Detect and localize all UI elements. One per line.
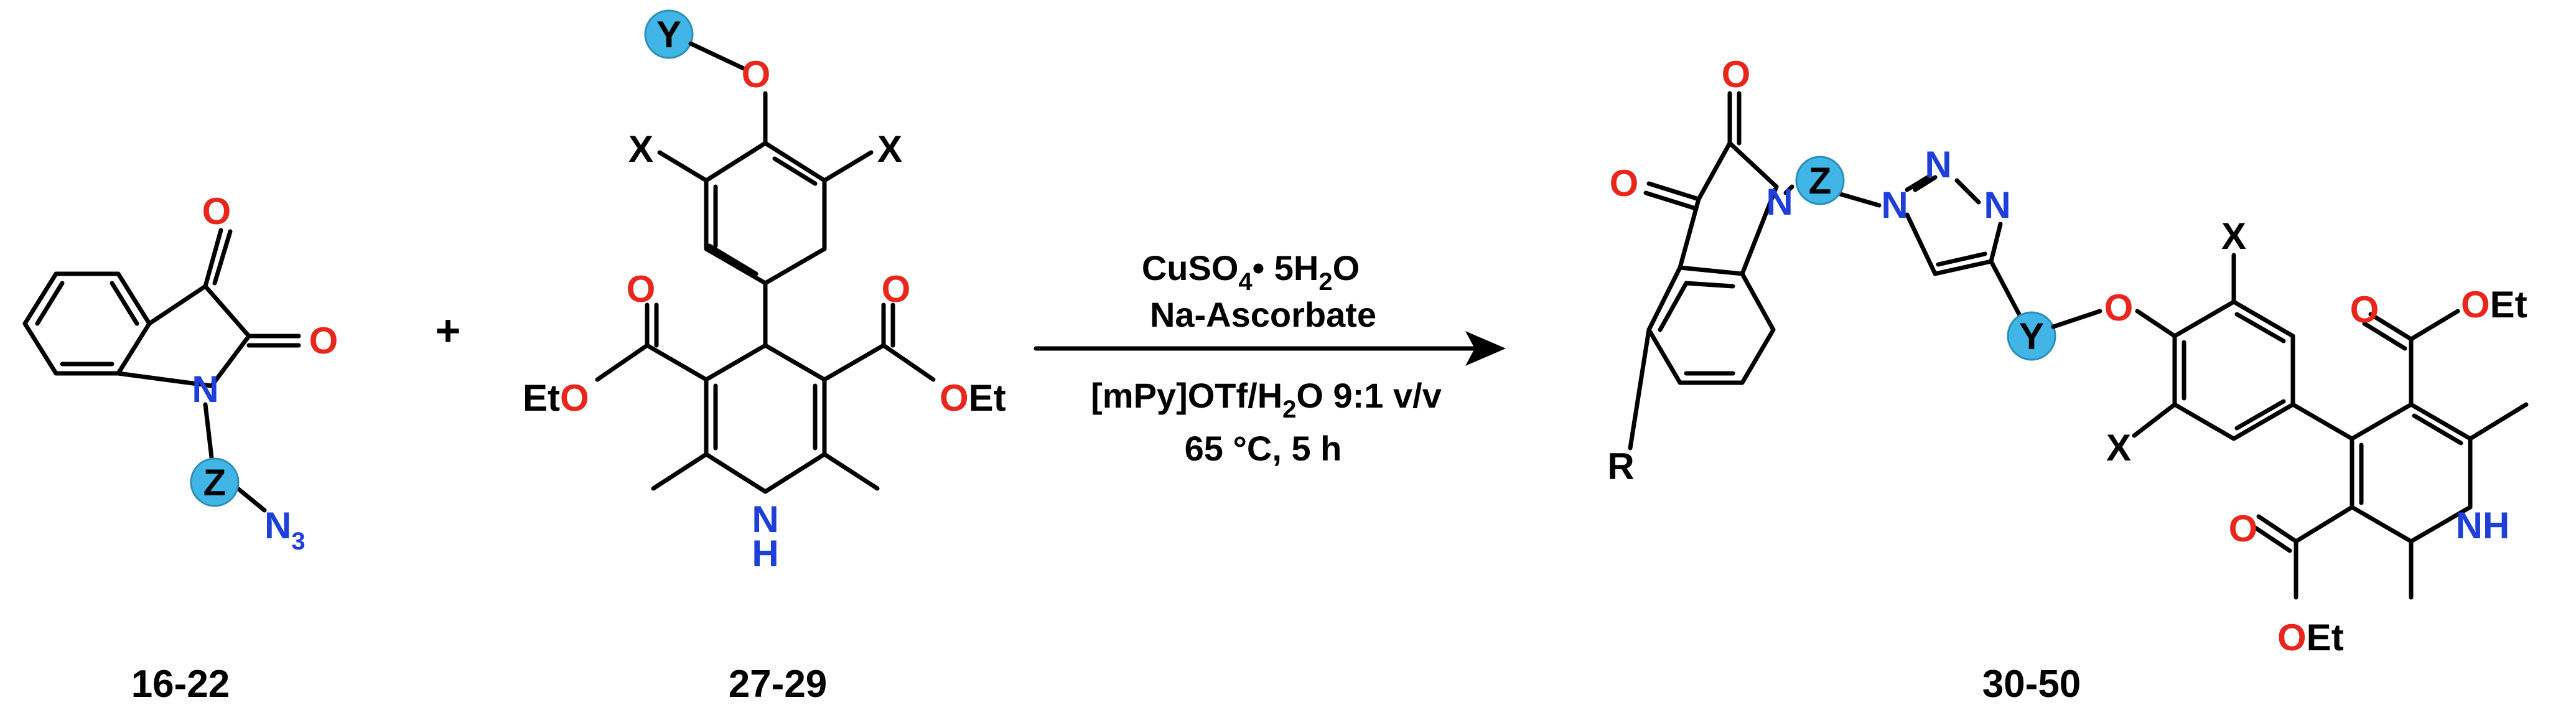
atom-n: N [1984, 184, 2010, 226]
atom-x: X [2221, 215, 2246, 257]
plus-sign: + [436, 306, 461, 355]
atom-n: N [1766, 181, 1793, 223]
compound-27-29-structure [595, 9, 936, 494]
atom-o: O [742, 54, 771, 95]
y-linker-marker [2007, 311, 2056, 361]
atom-x: X [628, 128, 653, 170]
y-linker-marker [644, 9, 694, 59]
atom-x: X [877, 128, 902, 170]
atom-n: N [192, 368, 218, 410]
z-linker-marker [1795, 156, 1845, 205]
atom-r: R [1607, 446, 1634, 487]
atom-n: N [1925, 144, 1951, 185]
atom-o: O [882, 268, 911, 310]
atom-x: X [2106, 427, 2131, 469]
atom-nh: N [752, 498, 778, 540]
condition-solvent: [mPy]OTf/H2O 9:1 v/v [1091, 376, 1442, 423]
atom-h: H [752, 533, 778, 574]
ethoxy-group: EtO [523, 377, 589, 419]
compound-30-50-structure [1628, 91, 2529, 600]
compound-label: 30-50 [1982, 663, 2081, 706]
ethoxy-group: OEt [2461, 284, 2527, 325]
atom-nh: NH [2456, 505, 2510, 546]
atom-n: N [1881, 184, 1908, 226]
atom-z: Z [1809, 160, 1832, 202]
atom-o: O [1610, 162, 1639, 204]
azide-group: N3 [264, 505, 306, 555]
atom-y: Y [656, 14, 681, 55]
atom-o: O [627, 268, 656, 310]
condition-catalyst: CuSO4• 5H2O [1142, 248, 1360, 296]
compound-label: 16-22 [131, 663, 230, 706]
atom-z: Z [203, 462, 226, 503]
atom-o: O [202, 190, 231, 232]
ethoxy-group: OEt [940, 377, 1006, 419]
condition-temp-time: 65 °C, 5 h [1185, 429, 1342, 468]
condition-reductant: Na-Ascorbate [1150, 295, 1376, 334]
z-linker-marker [190, 457, 240, 507]
atom-y: Y [2019, 315, 2044, 357]
arrow-head [1465, 331, 1506, 366]
compound-16-22-structure [22, 228, 301, 513]
atom-o: O [309, 320, 338, 362]
atom-o: O [2104, 287, 2134, 329]
atom-o: O [2350, 289, 2379, 330]
atom-o: O [1722, 54, 1751, 95]
atom-o: O [2229, 508, 2258, 549]
compound-label: 27-29 [729, 663, 828, 706]
ethoxy-group: OEt [2277, 617, 2344, 658]
